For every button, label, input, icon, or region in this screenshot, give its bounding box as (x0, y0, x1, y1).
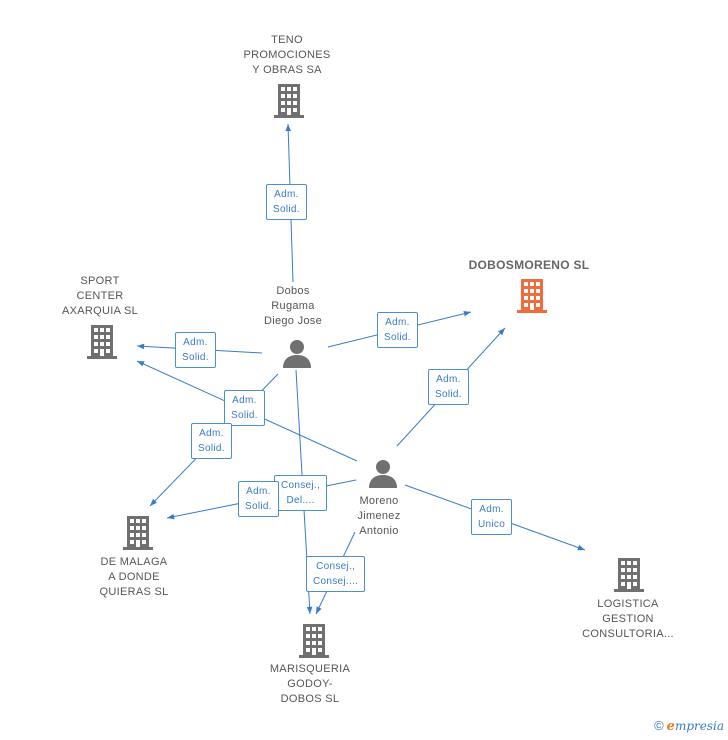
edge-label-dobos-teno[interactable]: Adm. Solid. (266, 184, 307, 220)
person-icon-dobos[interactable] (282, 338, 312, 368)
person-icon-moreno[interactable] (368, 458, 398, 488)
building-icon-dobosmoreno[interactable] (517, 279, 547, 313)
edge-label-dobos-malaga[interactable]: Adm. Solid. (191, 423, 232, 459)
node-label-marisqueria[interactable]: MARISQUERIA GODOY- DOBOS SL (269, 663, 351, 705)
node-label-logistica[interactable]: LOGISTICA GESTION CONSULTORIA... (582, 598, 674, 640)
building-icon-marisqueria[interactable] (299, 624, 329, 658)
copyright-symbol: © (654, 718, 664, 733)
edge-label-dobos-sport[interactable]: Adm. Solid. (175, 332, 216, 368)
edge-label-moreno-sport[interactable]: Adm. Solid. (224, 390, 265, 426)
node-label-malaga[interactable]: DE MALAGA A DONDE QUIERAS SL (99, 556, 169, 598)
node-label-sport[interactable]: SPORT CENTER AXARQUIA SL (61, 275, 139, 317)
node-label-moreno[interactable]: Moreno Jimenez Antonio (357, 495, 401, 537)
edge-label-moreno-logistica[interactable]: Adm. Unico (471, 499, 513, 535)
node-label-teno[interactable]: TENO PROMOCIONES Y OBRAS SA (243, 34, 331, 76)
edge-label-moreno-dobosmoreno[interactable]: Adm. Solid. (428, 369, 469, 405)
edge-label-moreno-marisqueria-2[interactable]: Consej., Consej.... (306, 556, 366, 592)
node-label-dobosmoreno[interactable]: DOBOSMORENO SL (468, 258, 590, 272)
brand-name: mpresia (674, 719, 724, 733)
node-label-dobos[interactable]: Dobos Rugama Diego Jose (263, 285, 323, 327)
edge-label-moreno-marisqueria-1[interactable]: Consej., Del.... (274, 475, 328, 511)
building-icon-sport[interactable] (87, 325, 117, 359)
building-icon-teno[interactable] (274, 84, 304, 118)
edge-label-dobos-dobosmoreno[interactable]: Adm. Solid. (377, 312, 418, 348)
building-icon-malaga[interactable] (123, 516, 153, 550)
edge-label-moreno-malaga[interactable]: Adm. Solid. (238, 481, 279, 517)
brand-e: e (666, 719, 675, 734)
building-icon-logistica[interactable] (614, 558, 644, 592)
empresia-logo: ©empresia (654, 718, 724, 734)
